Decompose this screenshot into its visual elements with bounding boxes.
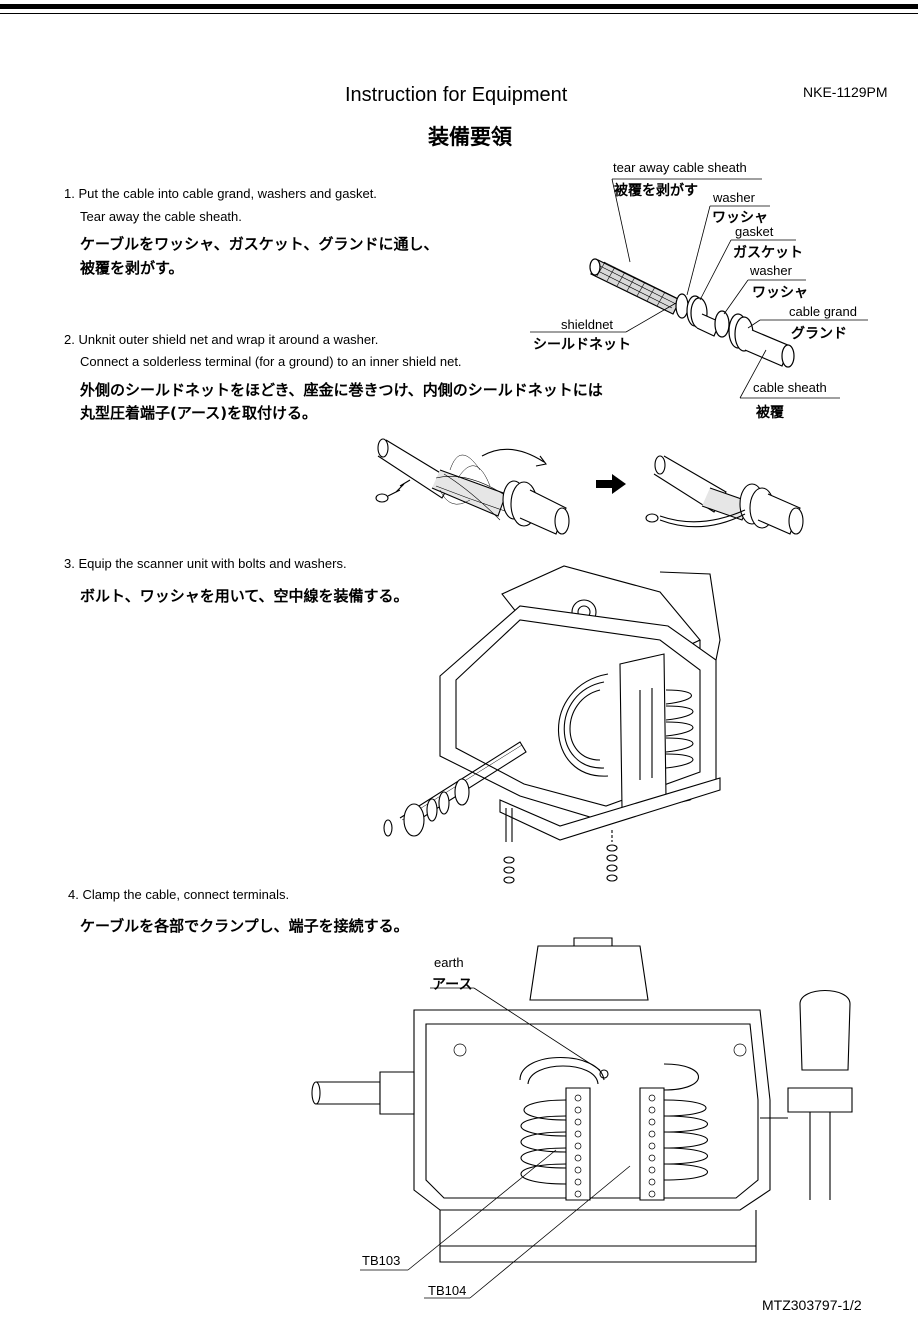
step-3-jp-1: ボルト、ワッシャを用いて、空中線を装備する。 bbox=[80, 587, 409, 605]
label-tb104: TB104 bbox=[428, 1283, 467, 1298]
label-gasket-en: gasket bbox=[735, 224, 774, 239]
label-gasket-jp: ガスケット bbox=[733, 245, 803, 261]
header-rule-thick bbox=[0, 4, 918, 9]
label-washer-1-jp: ワッシャ bbox=[712, 210, 768, 226]
drawing-number: MTZ303797-1/2 bbox=[762, 1297, 862, 1313]
step-4-line-1: 4. Clamp the cable, connect terminals. bbox=[68, 887, 290, 902]
step-2-line-1: 2. Unknit outer shield net and wrap it a… bbox=[64, 332, 379, 347]
step-1-line-2: Tear away the cable sheath. bbox=[80, 209, 242, 224]
step-2-jp-1: 外側のシールドネットをほどき、座金に巻きつけ、内側のシールドネットには bbox=[80, 381, 603, 399]
label-cable-grand-jp: グランド bbox=[791, 326, 847, 342]
label-washer-2-jp: ワッシャ bbox=[752, 285, 808, 301]
step-4-jp-1: ケーブルを各部でクランプし、端子を接続する。 bbox=[80, 917, 409, 935]
label-tear-away-jp: 被覆を剥がす bbox=[614, 183, 698, 199]
step-1-line-1: 1. Put the cable into cable grand, washe… bbox=[64, 186, 377, 201]
label-shieldnet-jp: シールドネット bbox=[533, 337, 631, 353]
header-rule-thin bbox=[0, 13, 918, 14]
label-cable-grand-en: cable grand bbox=[789, 304, 857, 319]
label-cable-sheath-en: cable sheath bbox=[753, 380, 827, 395]
label-tb103: TB103 bbox=[362, 1253, 401, 1268]
label-shieldnet-en: shieldnet bbox=[561, 317, 614, 332]
label-washer-2-en: washer bbox=[750, 263, 792, 278]
step-2-jp-2: 丸型圧着端子(アース)を取付ける。 bbox=[80, 404, 318, 422]
step-2-line-2: Connect a solderless terminal (for a gro… bbox=[80, 354, 462, 369]
step-3-line-1: 3. Equip the scanner unit with bolts and… bbox=[64, 556, 347, 571]
page-title-jp: 装備要領 bbox=[428, 125, 512, 149]
label-earth-en: earth bbox=[434, 955, 464, 970]
label-cable-sheath-jp: 被覆 bbox=[756, 405, 784, 421]
label-washer-1-en: washer bbox=[713, 190, 755, 205]
page-title: Instruction for Equipment bbox=[345, 84, 568, 106]
step-1-jp-2: 被覆を剥がす。 bbox=[80, 259, 184, 277]
label-tear-away-en: tear away cable sheath bbox=[613, 160, 747, 175]
document-id: NKE-1129PM bbox=[803, 84, 888, 100]
step-1-jp-1: ケーブルをワッシャ、ガスケット、グランドに通し、 bbox=[80, 235, 439, 253]
label-earth-jp: アース bbox=[432, 977, 473, 993]
